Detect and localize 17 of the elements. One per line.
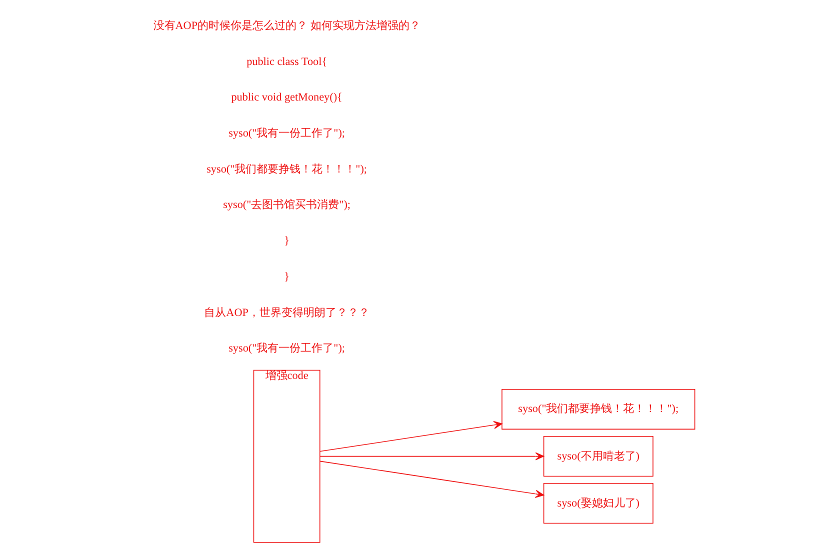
label: } [284, 270, 289, 283]
label: syso("我有一份工作了"); [228, 342, 345, 355]
label: public void getMoney(){ [230, 92, 342, 104]
arrow [319, 421, 502, 452]
arrow [319, 460, 544, 498]
node-box: syso("我们都要挣钱！花！！！"); [501, 388, 695, 430]
label: syso("我们都要挣钱！花！！！"); [206, 163, 367, 176]
label: syso("我有一份工作了"); [228, 128, 345, 140]
label: public class Tool{ [246, 56, 327, 68]
label: } [284, 235, 289, 248]
label: 没有AOP的时候你是怎么过的？ 如何实现方法增强的？ [152, 20, 420, 32]
node-box: 增强code [252, 370, 320, 543]
node-box: syso(不用啃老了) [542, 436, 653, 477]
label: syso("去图书馆买书消费"); [222, 199, 350, 212]
label: 自从AOP，世界变得明朗了？？？ [204, 306, 369, 319]
node-box: syso(娶媳妇儿了) [542, 483, 653, 524]
arrow [319, 452, 544, 460]
